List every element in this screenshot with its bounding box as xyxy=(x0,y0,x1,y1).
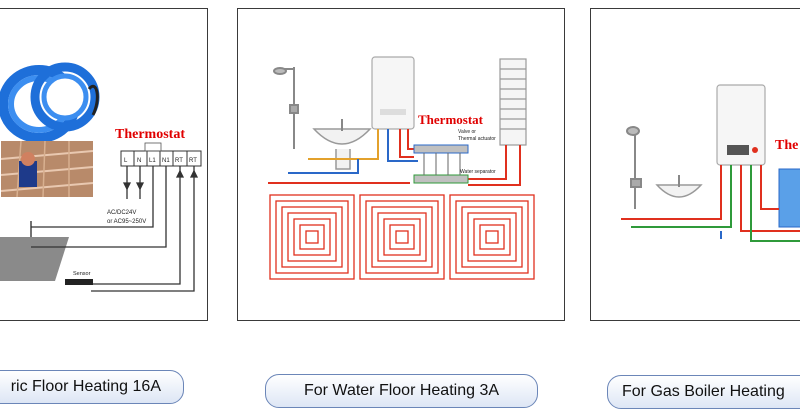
caption-label: ric Floor Heating 16A xyxy=(11,378,161,396)
thermostat-terminal-block: L N L1 N1 RT RT xyxy=(121,143,201,166)
terminal-label: N1 xyxy=(162,158,170,164)
electric-heating-diagram: Thermostat L N L1 N1 RT RT xyxy=(0,9,208,321)
terminal-label: N xyxy=(137,158,141,164)
floor-heating-loops xyxy=(270,195,534,279)
caption-label: For Water Floor Heating 3A xyxy=(304,382,499,400)
water-heating-diagram-panel: Thermostat Valve or Thermal actuator Wat… xyxy=(237,8,565,321)
electric-heating-diagram-panel: Thermostat L N L1 N1 RT RT xyxy=(0,8,208,321)
shower-icon xyxy=(627,127,641,209)
supply-pipes xyxy=(621,165,800,241)
heating-cable-coil-icon xyxy=(3,67,97,138)
power-label: AC/DC24V xyxy=(107,210,136,216)
terminal-label: RT xyxy=(189,158,197,164)
terminal-label: L1 xyxy=(149,158,156,164)
valve-label: Thermal actuator xyxy=(458,136,496,142)
separator-label: Water separator xyxy=(460,169,496,175)
valve-label: Valve or xyxy=(458,129,476,135)
thermostat-label: The xyxy=(775,138,798,153)
water-separator-manifold xyxy=(414,145,468,183)
water-floor-heating-button[interactable]: For Water Floor Heating 3A xyxy=(265,374,538,408)
boiler-icon xyxy=(372,57,414,129)
gas-boiler-diagram: The xyxy=(591,9,800,321)
gas-boiler-heating-button[interactable]: For Gas Boiler Heating xyxy=(607,375,800,409)
terminal-label: RT xyxy=(175,158,183,164)
floor-plate-shape xyxy=(0,237,69,281)
radiator-icon xyxy=(500,59,526,145)
sink-icon xyxy=(314,119,370,169)
power-label: or AC95~250V xyxy=(107,219,146,225)
sensor-probe-icon xyxy=(65,279,93,285)
caption-label: For Gas Boiler Heating xyxy=(622,383,785,401)
water-heating-diagram: Thermostat Valve or Thermal actuator Wat… xyxy=(238,9,565,321)
radiator-icon xyxy=(779,169,800,227)
electric-floor-heating-button[interactable]: ric Floor Heating 16A xyxy=(0,370,184,404)
shower-icon xyxy=(274,67,298,149)
sensor-label: Sensor xyxy=(73,271,91,277)
gas-boiler-diagram-panel: The xyxy=(590,8,800,321)
thermostat-label: Thermostat xyxy=(418,112,484,127)
floor-installation-photo xyxy=(1,141,93,197)
sink-icon xyxy=(657,175,701,197)
thermostat-label: Thermostat xyxy=(115,127,185,142)
boiler-icon xyxy=(717,85,765,165)
